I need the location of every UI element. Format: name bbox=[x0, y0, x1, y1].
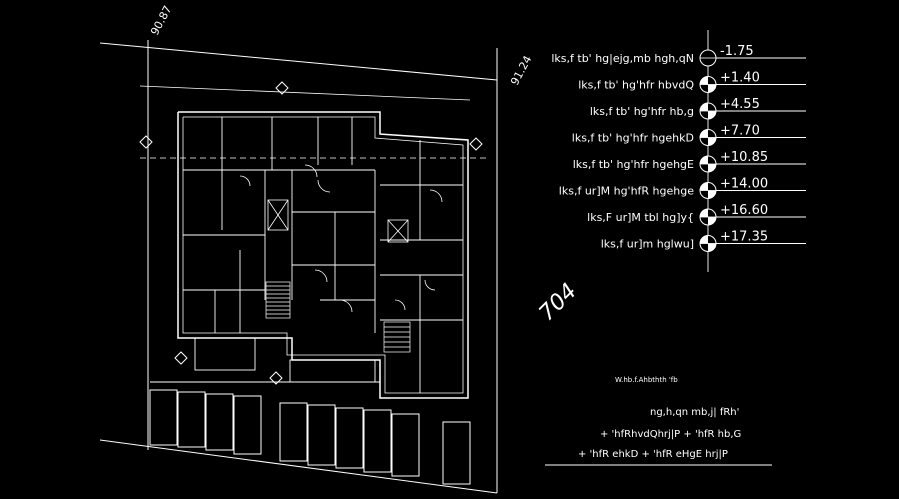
notes-line-2: + 'hfRhvdQhrj|P + 'hfR hb,G bbox=[600, 429, 741, 440]
level-marker-fill bbox=[708, 111, 716, 119]
level-label: lks,f ur]m hglwu] bbox=[601, 238, 694, 251]
door-swings bbox=[239, 164, 443, 313]
site-boundary-bottom bbox=[99, 439, 498, 494]
level-row: +17.35 lks,f ur]m hglwu] bbox=[601, 230, 806, 252]
site-boundary-top bbox=[99, 42, 498, 81]
level-label: lks,f tb' hg|ejg,mb hgh,qN bbox=[551, 52, 694, 65]
level-row: +14.00 lks,f ur]M hg'hfR hgehge bbox=[559, 177, 806, 199]
level-rows: -1.75 lks,f tb' hg|ejg,mb hgh,qN +1.40 lks,… bbox=[551, 44, 806, 252]
level-value: +1.40 bbox=[720, 71, 760, 86]
level-marker-fill bbox=[700, 209, 708, 217]
level-marker-fill bbox=[700, 235, 708, 244]
level-value: +10.85 bbox=[720, 150, 768, 165]
notes-line-3: + 'hfR ehkD + 'hfR eHgE hrj|P bbox=[578, 449, 728, 460]
level-marker-fill bbox=[708, 137, 716, 146]
level-label: lks,f ur]M hg'hfR hgehge bbox=[559, 185, 694, 198]
notes-caption: W.hb.f.Ahbthth 'fb bbox=[615, 376, 678, 384]
building-outline bbox=[177, 111, 469, 399]
level-label: lks,f tb' hg'hfr hbvdQ bbox=[578, 79, 694, 92]
level-marker-fill bbox=[700, 129, 708, 138]
level-marker-fill bbox=[700, 103, 708, 111]
level-marker-fill bbox=[708, 243, 716, 252]
notes-line-1: ng,h,qn mb,j| fRh' bbox=[650, 407, 739, 418]
level-row: -1.75 lks,f tb' hg|ejg,mb hgh,qN bbox=[551, 44, 806, 67]
level-value: +14.00 bbox=[720, 177, 768, 192]
dimension-right-label: 91.24 bbox=[508, 53, 534, 87]
level-label: lks,f tb' hg'hfr hgehgE bbox=[573, 158, 694, 171]
level-label: lks,f tb' hg'hfr hgehkD bbox=[572, 132, 694, 145]
level-label: lks,f tb' hg'hfr hb,g bbox=[590, 105, 694, 118]
level-label: lks,F ur]M tbl hg]y{ bbox=[587, 211, 694, 224]
level-value: +7.70 bbox=[720, 124, 760, 139]
interior-walls bbox=[183, 117, 463, 393]
staircase-secondary bbox=[383, 321, 411, 353]
level-marker-fill bbox=[700, 182, 708, 191]
level-value: +16.60 bbox=[720, 203, 768, 218]
balconies bbox=[194, 337, 376, 383]
dimension-top-label: 90.87 bbox=[148, 3, 174, 37]
level-value: +4.55 bbox=[720, 97, 760, 112]
level-marker-fill bbox=[708, 190, 716, 199]
level-marker-fill bbox=[700, 156, 708, 164]
level-marker-fill bbox=[708, 164, 716, 172]
level-value: -1.75 bbox=[720, 44, 754, 59]
level-marker-fill bbox=[708, 217, 716, 225]
level-value: +17.35 bbox=[720, 230, 768, 245]
level-marker-fill bbox=[700, 76, 708, 85]
level-row: +4.55 lks,f tb' hg'hfr hb,g bbox=[590, 97, 806, 120]
duct-shafts bbox=[267, 199, 409, 243]
level-row: +16.60 lks,F ur]M tbl hg]y{ bbox=[587, 203, 806, 226]
staircase-main bbox=[265, 281, 291, 319]
level-row: +10.85 lks,f tb' hg'hfr hgehgE bbox=[573, 150, 806, 173]
plot-number: 704 bbox=[535, 279, 582, 326]
level-row: +7.70 lks,f tb' hg'hfr hgehkD bbox=[572, 124, 806, 146]
level-marker-fill bbox=[708, 84, 716, 93]
level-row: +1.40 lks,f tb' hg'hfr hbvdQ bbox=[578, 71, 806, 93]
